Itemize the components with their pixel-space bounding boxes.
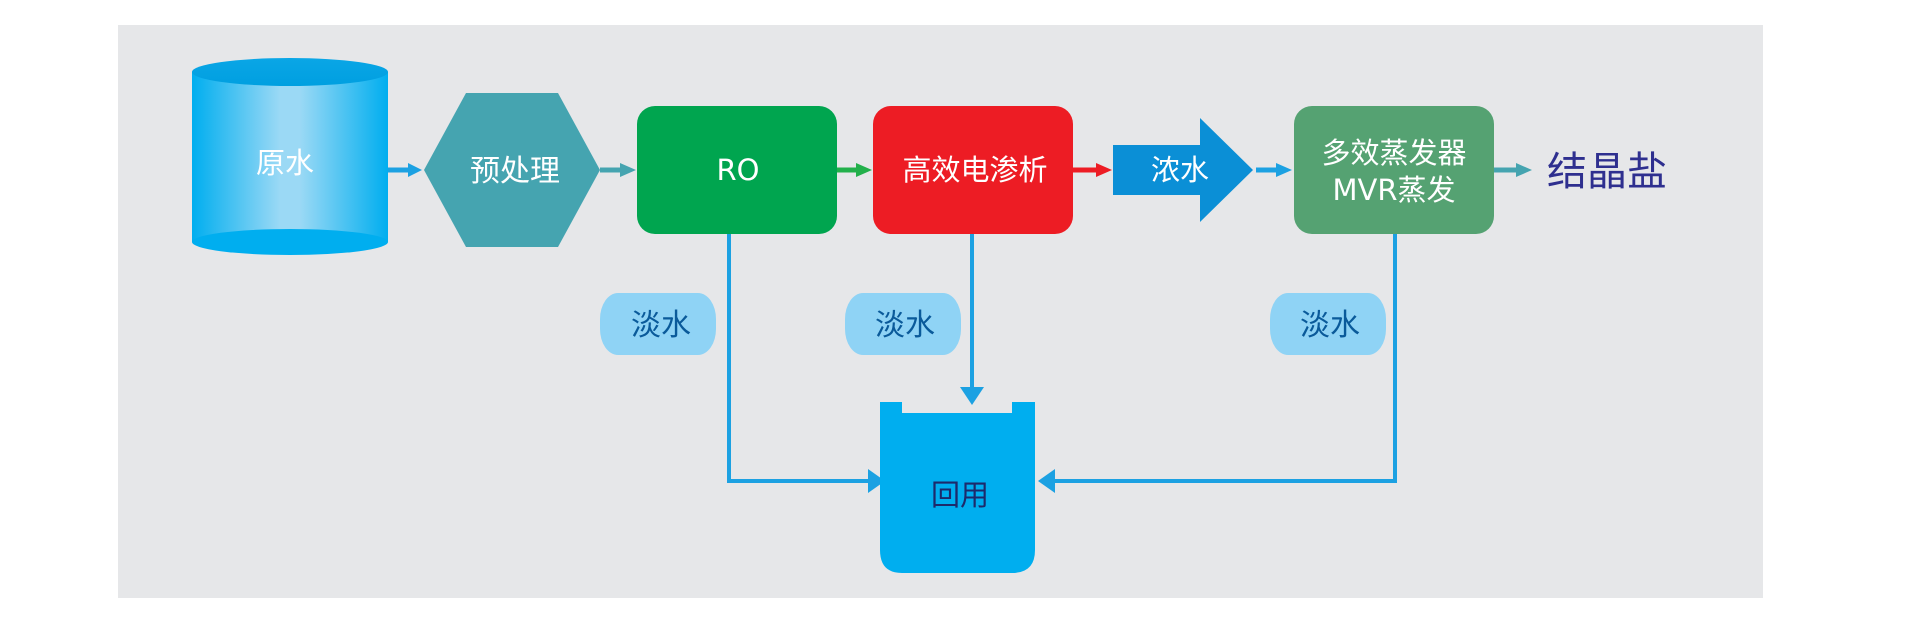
fresh-water-pill-3: 淡水 — [1270, 293, 1386, 355]
fresh-water-pill-2: 淡水 — [845, 293, 961, 355]
fresh-water-label-3: 淡水 — [1300, 308, 1360, 343]
edr-label: 高效电渗析 — [902, 153, 1047, 187]
reuse-tank: 回用 — [880, 402, 1035, 573]
arrow-brine-to-evaporator — [1256, 163, 1292, 177]
arrow-pretreatment-to-ro — [600, 163, 636, 177]
evaporator-label-line2: MVR蒸发 — [1332, 173, 1455, 207]
crystal-salt-label: 结晶盐 — [1547, 149, 1667, 195]
pretreatment-node: 预处理 — [424, 93, 600, 247]
brine-label: 浓水 — [1151, 153, 1209, 187]
ro-label: RO — [717, 153, 760, 187]
arrowhead-evaporator-to-reuse — [1038, 469, 1055, 493]
arrowhead-ro-to-reuse — [868, 469, 885, 493]
fresh-water-label-1: 淡水 — [631, 308, 691, 343]
evaporator-node: 多效蒸发器 MVR蒸发 — [1294, 106, 1494, 234]
raw-water-tank: 原水 — [192, 58, 388, 255]
arrow-edr-to-brine — [1073, 163, 1112, 177]
connector-ro-to-reuse — [727, 234, 872, 483]
ro-node: RO — [637, 106, 837, 234]
edr-node: 高效电渗析 — [873, 106, 1073, 234]
pretreatment-label: 预处理 — [470, 154, 560, 189]
brine-arrow-node: 浓水 — [1113, 118, 1253, 222]
arrow-raw-to-pretreatment — [388, 163, 422, 177]
arrow-evaporator-to-salt — [1494, 163, 1532, 177]
evaporator-label-line1: 多效蒸发器 — [1321, 136, 1466, 170]
fresh-water-label-2: 淡水 — [875, 308, 935, 343]
connector-evaporator-to-reuse — [1052, 234, 1397, 483]
arrow-ro-to-edr — [837, 163, 872, 177]
fresh-water-pill-1: 淡水 — [600, 293, 716, 355]
arrowhead-edr-to-reuse — [960, 387, 984, 405]
raw-water-label: 原水 — [256, 146, 314, 180]
reuse-label: 回用 — [931, 478, 989, 512]
